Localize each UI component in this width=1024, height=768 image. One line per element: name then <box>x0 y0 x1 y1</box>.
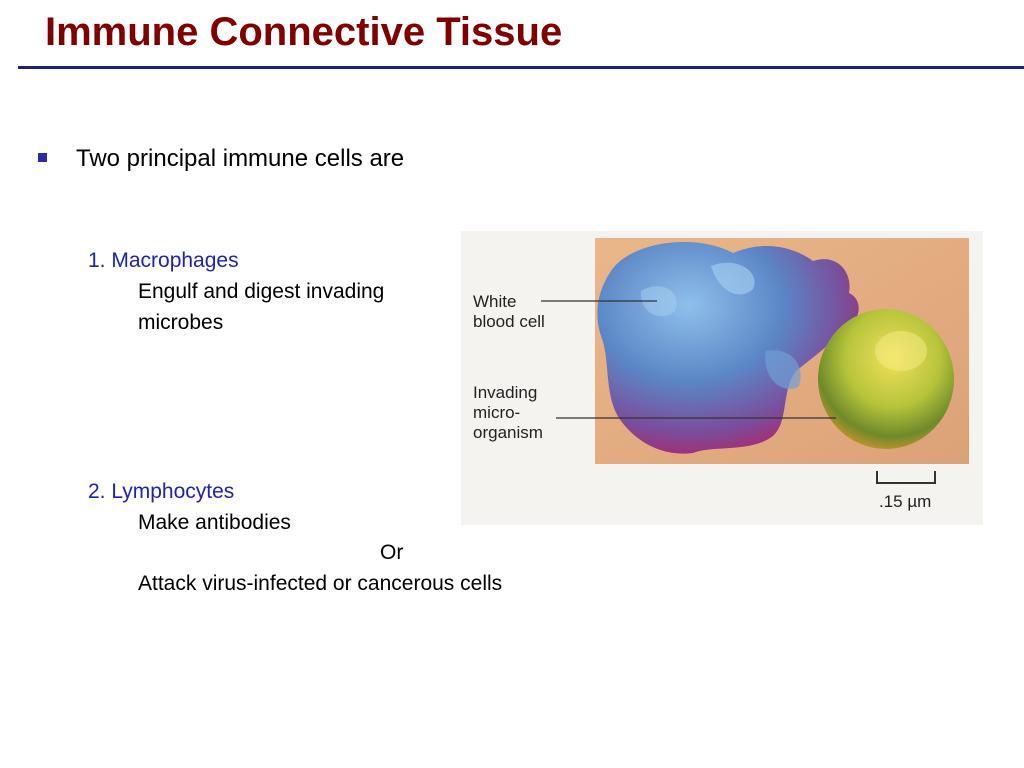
item-macrophages-line-2: microbes <box>138 311 224 334</box>
item-lymphocytes-connector: Or <box>380 541 404 564</box>
item-macrophages-line-1: Engulf and digest invading <box>138 280 385 303</box>
scale-bar-label: .15 µm <box>879 492 932 511</box>
item-lymphocytes-line-2: Attack virus-infected or cancerous cells <box>138 572 503 595</box>
invading-label-line-2: micro- <box>473 403 521 422</box>
item-lymphocytes-heading: 2. Lymphocytes <box>88 480 235 503</box>
white-blood-cell-label: White blood cell <box>473 292 545 332</box>
item-macrophages-heading: 1. Macrophages <box>88 249 239 272</box>
item-lymphocytes-line-1: Make antibodies <box>138 511 291 534</box>
white-blood-cell-label-line-1: White <box>473 292 517 311</box>
invading-label-line-1: Invading <box>473 383 538 402</box>
title-underline <box>18 66 1024 69</box>
micrograph-figure: White blood cell Invading micro- organis… <box>461 231 983 525</box>
invading-microorganism-label: Invading micro- organism <box>473 383 543 443</box>
slide-title: Immune Connective Tissue <box>45 10 563 54</box>
square-bullet-icon <box>38 153 47 162</box>
intro-bullet-text: Two principal immune cells are <box>76 145 405 172</box>
white-blood-cell-label-line-2: blood cell <box>473 312 545 331</box>
micrograph-image <box>541 238 969 484</box>
invading-label-line-3: organism <box>473 423 543 442</box>
